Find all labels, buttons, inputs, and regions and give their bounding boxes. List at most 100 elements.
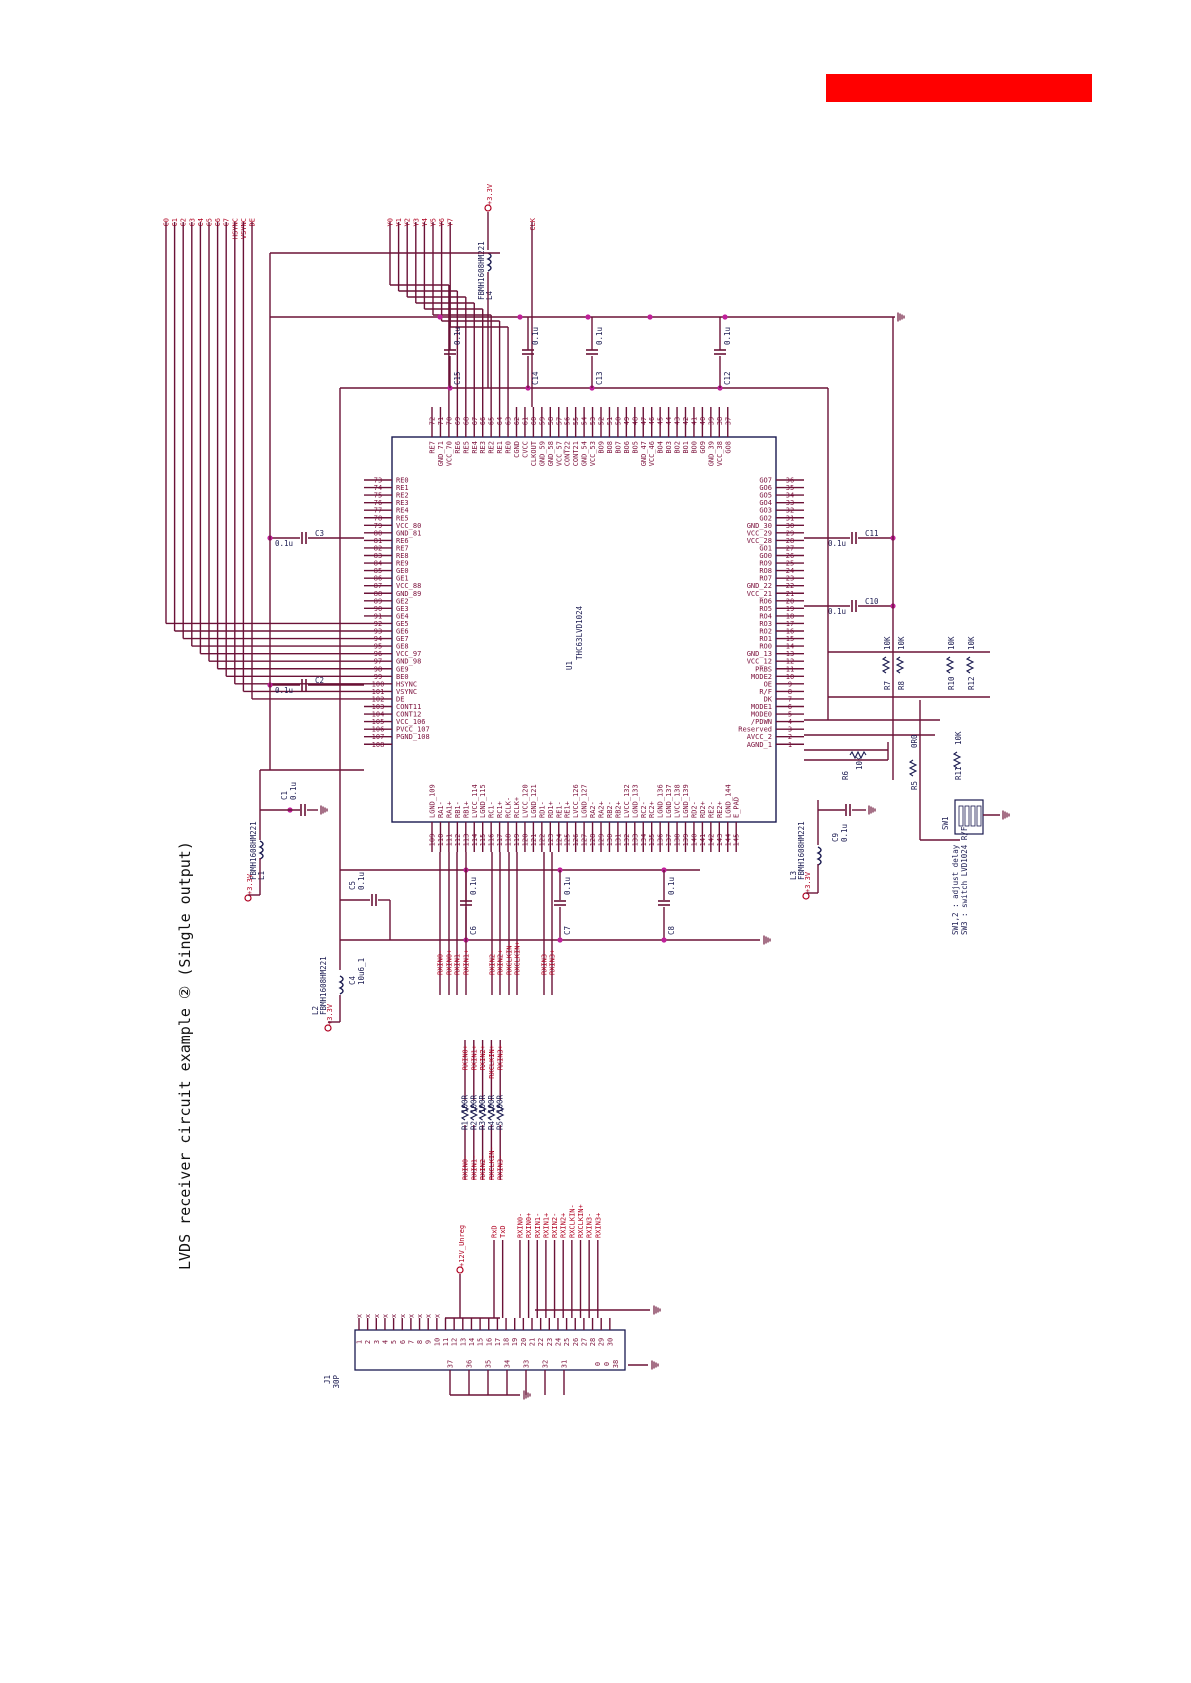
term-left-net: RXIN0- — [462, 1155, 470, 1180]
ic-bottom-pin-number: 113 — [462, 834, 470, 847]
ic-right-pin-number: 1 — [788, 741, 792, 749]
capacitor-value: 0.1u — [828, 539, 846, 548]
ic-top-pin-name: GO9 — [699, 441, 707, 454]
no-connect-mark: x — [416, 1314, 424, 1318]
ic-right-pin-name: RO5 — [759, 605, 772, 613]
capacitor-value: 0.1u — [723, 327, 732, 345]
page-title: LVDS receiver circuit example ② (Single … — [176, 841, 194, 1270]
ic-bottom-pin-number: 138 — [674, 834, 682, 847]
ic-bottom-pin-number: 119 — [513, 834, 521, 847]
ic-left-pin-name: GND_89 — [396, 590, 421, 598]
connector-pin-number: 31 — [561, 1360, 569, 1368]
inductor-ref: L1 — [257, 871, 266, 880]
resistor-ref: R10 — [947, 676, 956, 690]
ic-right-pin-name: RO7 — [759, 575, 772, 583]
supply-l3-label: +3.3V — [804, 871, 812, 893]
ground-icon — [320, 805, 328, 815]
ic-right-pin-number: 5 — [788, 711, 792, 719]
ic-right-pin-number: 19 — [786, 605, 794, 613]
ic-left-pin-number: 98 — [374, 665, 382, 673]
ic-bottom-pin-number: 139 — [682, 834, 690, 847]
ic-top-pin-name: VCC_38 — [716, 441, 724, 466]
connector-net-label: RXIN3- — [586, 1213, 594, 1238]
ic-top-pin-name: VCC_53 — [589, 441, 597, 466]
switch-note: SW3 : switch LVD1024 R/F — [960, 826, 969, 935]
ic-bottom-pin-name: RCLK- — [505, 797, 513, 818]
ic-left-pin-name: GE0 — [396, 567, 409, 575]
ic-top-pin-name: BO9 — [598, 441, 606, 454]
ic-right-pin-name: VCC_28 — [747, 537, 772, 545]
ic-left-pin-number: 76 — [374, 499, 382, 507]
ground-icon — [1002, 810, 1010, 820]
no-connect-mark: x — [356, 1314, 364, 1318]
capacitor-ref: C2 — [315, 676, 324, 685]
ic-left-pin-number: 78 — [374, 514, 382, 522]
supply-top — [484, 204, 492, 212]
ic-top-pin-name: BO1 — [682, 441, 690, 454]
ic-top-pin-name: CONT22 — [564, 441, 572, 466]
ic-bottom-pin-name: LGND_136 — [657, 784, 665, 818]
ic-bottom-pin-name: RB1- — [454, 801, 462, 818]
ic-top-pin-number: 65 — [488, 417, 496, 425]
ic-right-pin-name: GND_13 — [747, 650, 772, 658]
lvds-net-label: RXIN0- — [437, 950, 445, 975]
ic-bottom-pin-name: LVCC_132 — [623, 784, 631, 818]
ic-left-pin-number: 106 — [372, 726, 385, 734]
ic-top-pin-number: 58 — [547, 417, 555, 425]
inductor-part: FBMH1608HM221 — [477, 241, 486, 300]
ic-right-pin-number: 16 — [786, 628, 794, 636]
capacitor-value: 0.1u — [289, 782, 298, 800]
ic-top-pin-number: 55 — [572, 417, 580, 425]
ic-top-pin-name: CGND — [513, 441, 521, 458]
ic-bottom-pin-name: E_PAD — [733, 797, 741, 818]
ic-bottom-pin-name: RD2+ — [699, 801, 707, 818]
ground-icon — [651, 1360, 659, 1370]
capacitor-value: 0.1u — [840, 824, 849, 842]
ic-right-pin-name: GO0 — [759, 552, 772, 560]
ic-left-pin-name: GE6 — [396, 628, 409, 636]
connector-part: 30P — [332, 1375, 341, 1389]
connector-pin-number: 19 — [511, 1338, 519, 1346]
ic-bottom-pin-number: 140 — [690, 834, 698, 847]
connector-pin-number: 21 — [529, 1338, 537, 1346]
ic-right-pin-number: 22 — [786, 582, 794, 590]
ic-right-pin-name: DK — [764, 695, 773, 703]
ic-right-pin-name: RO3 — [759, 620, 772, 628]
connector-pin-number: 23 — [546, 1338, 554, 1346]
ic-top-pin-number: 63 — [505, 417, 513, 425]
ic-top-pin-number: 68 — [462, 417, 470, 425]
ic-bottom-pin-number: 141 — [699, 834, 707, 847]
connector-net-label: RXIN0- — [516, 1213, 524, 1238]
ic-left-pin-name: CONT12 — [396, 711, 421, 719]
ic-left-pin-name: RE9 — [396, 560, 409, 568]
ic-right-pin-number: 14 — [786, 643, 794, 651]
ic-top-pin-number: 41 — [690, 417, 698, 425]
ic-bottom-pin-name: LGND_115 — [479, 784, 487, 818]
ic-bottom-pin-name: RD1+ — [547, 801, 555, 818]
connector-pin-number: 17 — [494, 1338, 502, 1346]
terminator-ref: R1 — [461, 1121, 470, 1130]
supply-12v — [456, 1266, 464, 1274]
connector-pin-number: 15 — [477, 1338, 485, 1346]
ic-right-pin-number: 25 — [786, 560, 794, 568]
inductor-l3 — [816, 846, 822, 866]
ic-bottom-pin-name: RE1- — [555, 801, 563, 818]
ic-left-pin-name: RE2 — [396, 492, 409, 500]
ic-left-pin-name: DE — [396, 695, 404, 703]
connector-pin-number: 34 — [504, 1360, 512, 1368]
capacitor-ref: C15 — [453, 371, 462, 385]
ic-left-pin-number: 93 — [374, 628, 382, 636]
ic-top-pin-number: 56 — [564, 417, 572, 425]
ic-right-pin-name: GO2 — [759, 514, 772, 522]
ic-top-pin-number: 47 — [640, 417, 648, 425]
lvds-net-label: RXIN2+ — [497, 950, 505, 975]
terminator-ref: R5 — [496, 1121, 505, 1130]
ic-top-pin-name: BO5 — [631, 441, 639, 454]
resistor-ref: R11 — [954, 766, 963, 780]
ic-top-pin-name: RE3 — [479, 441, 487, 454]
term-right-net: RXIN0+ — [462, 1045, 470, 1070]
ic-bottom-pin-name: LVCC_114 — [471, 784, 479, 818]
ic-left-pin-number: 79 — [374, 522, 382, 530]
ic-bottom-pin-number: 134 — [640, 834, 648, 847]
ic-bottom-pin-number: 124 — [555, 834, 563, 847]
